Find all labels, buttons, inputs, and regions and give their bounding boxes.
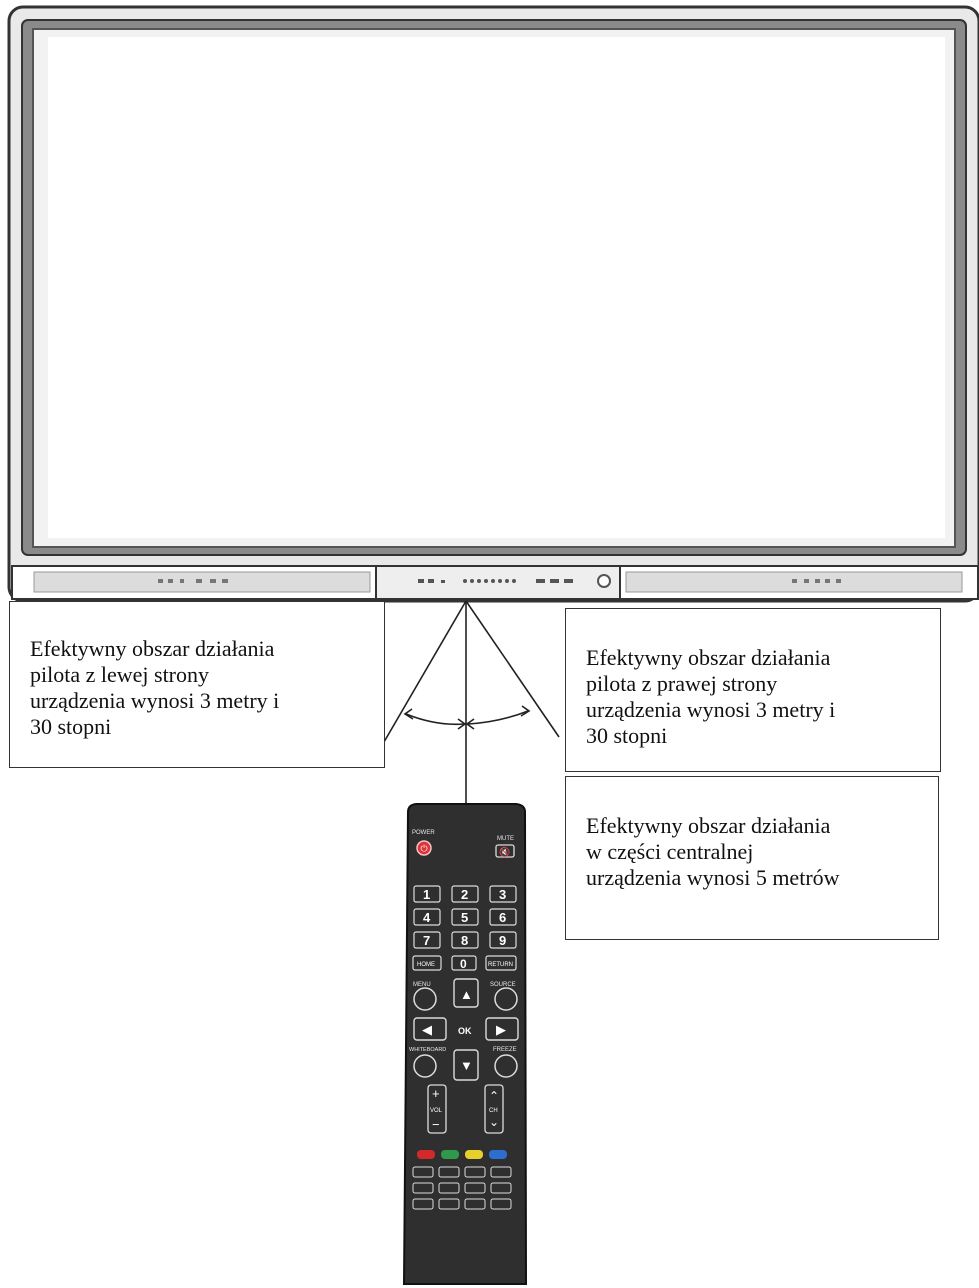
home-button[interactable] (412, 955, 442, 971)
channel-rocker[interactable] (484, 1084, 504, 1134)
digit-8-button[interactable] (451, 931, 479, 949)
digit-9-label: 9 (499, 933, 506, 948)
function-button[interactable] (438, 1166, 460, 1178)
function-button[interactable] (464, 1198, 486, 1210)
function-button[interactable] (412, 1182, 434, 1194)
volume-rocker[interactable] (427, 1084, 447, 1134)
digit-4-button[interactable] (413, 908, 441, 926)
digit-7-label: 7 (423, 933, 430, 948)
volume-up-icon: + (432, 1086, 440, 1101)
function-button[interactable] (464, 1166, 486, 1178)
color-key-4[interactable] (489, 1150, 507, 1159)
power-icon: ⏻ (421, 844, 428, 854)
power-label: POWER (412, 830, 435, 836)
whiteboard-button[interactable] (413, 1054, 437, 1078)
home-label: HOME (417, 962, 435, 968)
ch-label: CH (489, 1108, 498, 1114)
function-button[interactable] (438, 1182, 460, 1194)
digit-3-label: 3 (499, 887, 506, 902)
arrowhead-left-outer (403, 708, 414, 720)
return-label: RETURN (488, 962, 513, 968)
ok-label[interactable]: OK (458, 1026, 472, 1036)
power-button[interactable] (416, 840, 432, 856)
angle-line-right (465, 600, 560, 738)
function-buttons (412, 1166, 512, 1210)
dpad-right-button[interactable] (485, 1017, 519, 1041)
digit-2-button[interactable] (451, 885, 479, 903)
remote-control: POWER ⏻ MUTE 🔇 1 2 3 4 5 6 7 8 9 HOME 0 RETURN M… (402, 803, 528, 1285)
channel-up-icon: ⌃ (489, 1089, 499, 1103)
color-key-3[interactable] (465, 1150, 483, 1159)
callout-center-range: Efektywny obszar działania w części cent… (565, 776, 939, 940)
freeze-label: FREEZE (493, 1047, 517, 1053)
volume-down-icon: − (432, 1117, 440, 1132)
color-key-1[interactable] (417, 1150, 435, 1159)
arrowhead-right-outer (520, 705, 531, 717)
digit-6-label: 6 (499, 910, 506, 925)
digit-7-button[interactable] (413, 931, 441, 949)
number-pad: 1 2 3 4 5 6 7 8 9 (413, 885, 517, 949)
source-label: SOURCE (490, 982, 516, 988)
angle-arc-right (467, 710, 529, 725)
channel-down-icon: ⌄ (489, 1115, 499, 1129)
digit-8-label: 8 (461, 933, 468, 948)
digit-0-button[interactable] (451, 955, 477, 971)
function-button[interactable] (490, 1182, 512, 1194)
control-panel (375, 565, 621, 600)
dpad-left-button[interactable] (413, 1017, 447, 1041)
dpad-up-button[interactable] (453, 978, 479, 1008)
control-panel-buttons (418, 579, 573, 583)
digit-2-label: 2 (461, 887, 468, 902)
menu-button[interactable] (413, 987, 437, 1011)
arrow-left-icon: ◀ (422, 1022, 432, 1037)
arrow-right-icon: ▶ (496, 1022, 506, 1037)
arrow-down-icon: ▼ (460, 1058, 473, 1073)
whiteboard-label: WHITEBOARD (409, 1047, 446, 1053)
vol-label: VOL (430, 1108, 443, 1114)
remote-body (402, 803, 528, 1285)
mute-label: MUTE (497, 836, 514, 842)
arrow-up-icon: ▲ (460, 987, 473, 1002)
function-button[interactable] (412, 1166, 434, 1178)
digit-9-button[interactable] (489, 931, 517, 949)
source-button[interactable] (494, 987, 518, 1011)
digit-1-button[interactable] (413, 885, 441, 903)
digit-5-button[interactable] (451, 908, 479, 926)
freeze-button[interactable] (494, 1054, 518, 1078)
power-sensor-icon (597, 574, 611, 588)
display-screen (48, 37, 945, 538)
digit-5-label: 5 (461, 910, 468, 925)
function-button[interactable] (438, 1198, 460, 1210)
function-button[interactable] (490, 1198, 512, 1210)
dpad-down-button[interactable] (453, 1049, 479, 1081)
function-button[interactable] (464, 1182, 486, 1194)
reception-angle-lines (383, 600, 560, 803)
digit-4-label: 4 (423, 910, 431, 925)
callout-left-range: Efektywny obszar działania pilota z lewe… (9, 601, 385, 768)
menu-label: MENU (413, 982, 431, 988)
color-key-2[interactable] (441, 1150, 459, 1159)
mute-icon: 🔇 (499, 846, 510, 857)
digit-3-button[interactable] (489, 885, 517, 903)
color-keys (417, 1150, 507, 1159)
interactive-display (7, 5, 979, 603)
angle-arc-left (405, 713, 465, 726)
arrowhead-left-inner (457, 718, 467, 730)
angle-line-left (383, 600, 467, 743)
digit-0-label: 0 (460, 957, 467, 971)
function-button[interactable] (412, 1198, 434, 1210)
return-button[interactable] (485, 955, 517, 971)
function-button[interactable] (490, 1166, 512, 1178)
arrowhead-right-inner (465, 718, 475, 730)
mute-button[interactable] (495, 844, 515, 858)
digit-1-label: 1 (423, 887, 430, 902)
speaker-markings (158, 579, 841, 583)
digit-6-button[interactable] (489, 908, 517, 926)
callout-right-range: Efektywny obszar działania pilota z praw… (565, 608, 941, 772)
